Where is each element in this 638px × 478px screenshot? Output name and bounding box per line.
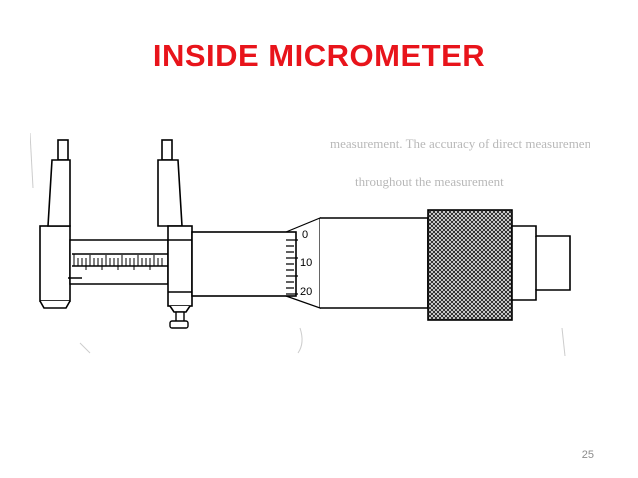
fixed-jaw <box>39 139 71 309</box>
main-scale-ticks <box>73 254 163 270</box>
scan-text-line-1: measurement. The accuracy of direct meas… <box>330 136 590 151</box>
inside-micrometer-figure: measurement. The accuracy of direct meas… <box>30 128 590 358</box>
micrometer-drawing: measurement. The accuracy of direct meas… <box>30 132 590 357</box>
movable-jaw <box>157 139 193 313</box>
thimble-label-10: 10 <box>300 257 312 269</box>
page-number: 25 <box>581 449 594 461</box>
background-scan-text: measurement. The accuracy of direct meas… <box>330 136 590 189</box>
thimble-body <box>320 217 429 309</box>
thimble-label-20: 20 <box>300 286 312 298</box>
scan-text-line-2: throughout the measurement <box>355 174 504 189</box>
lock-screw[interactable] <box>169 311 189 329</box>
scan-artifacts <box>30 132 566 357</box>
knurled-ratchet[interactable] <box>427 209 513 321</box>
thimble-label-0: 0 <box>302 229 308 241</box>
end-cap <box>511 225 571 301</box>
sleeve <box>191 231 297 297</box>
slide-title: INSIDE MICROMETER <box>152 38 486 73</box>
thimble-scale-labels: 0 10 20 <box>300 229 312 298</box>
